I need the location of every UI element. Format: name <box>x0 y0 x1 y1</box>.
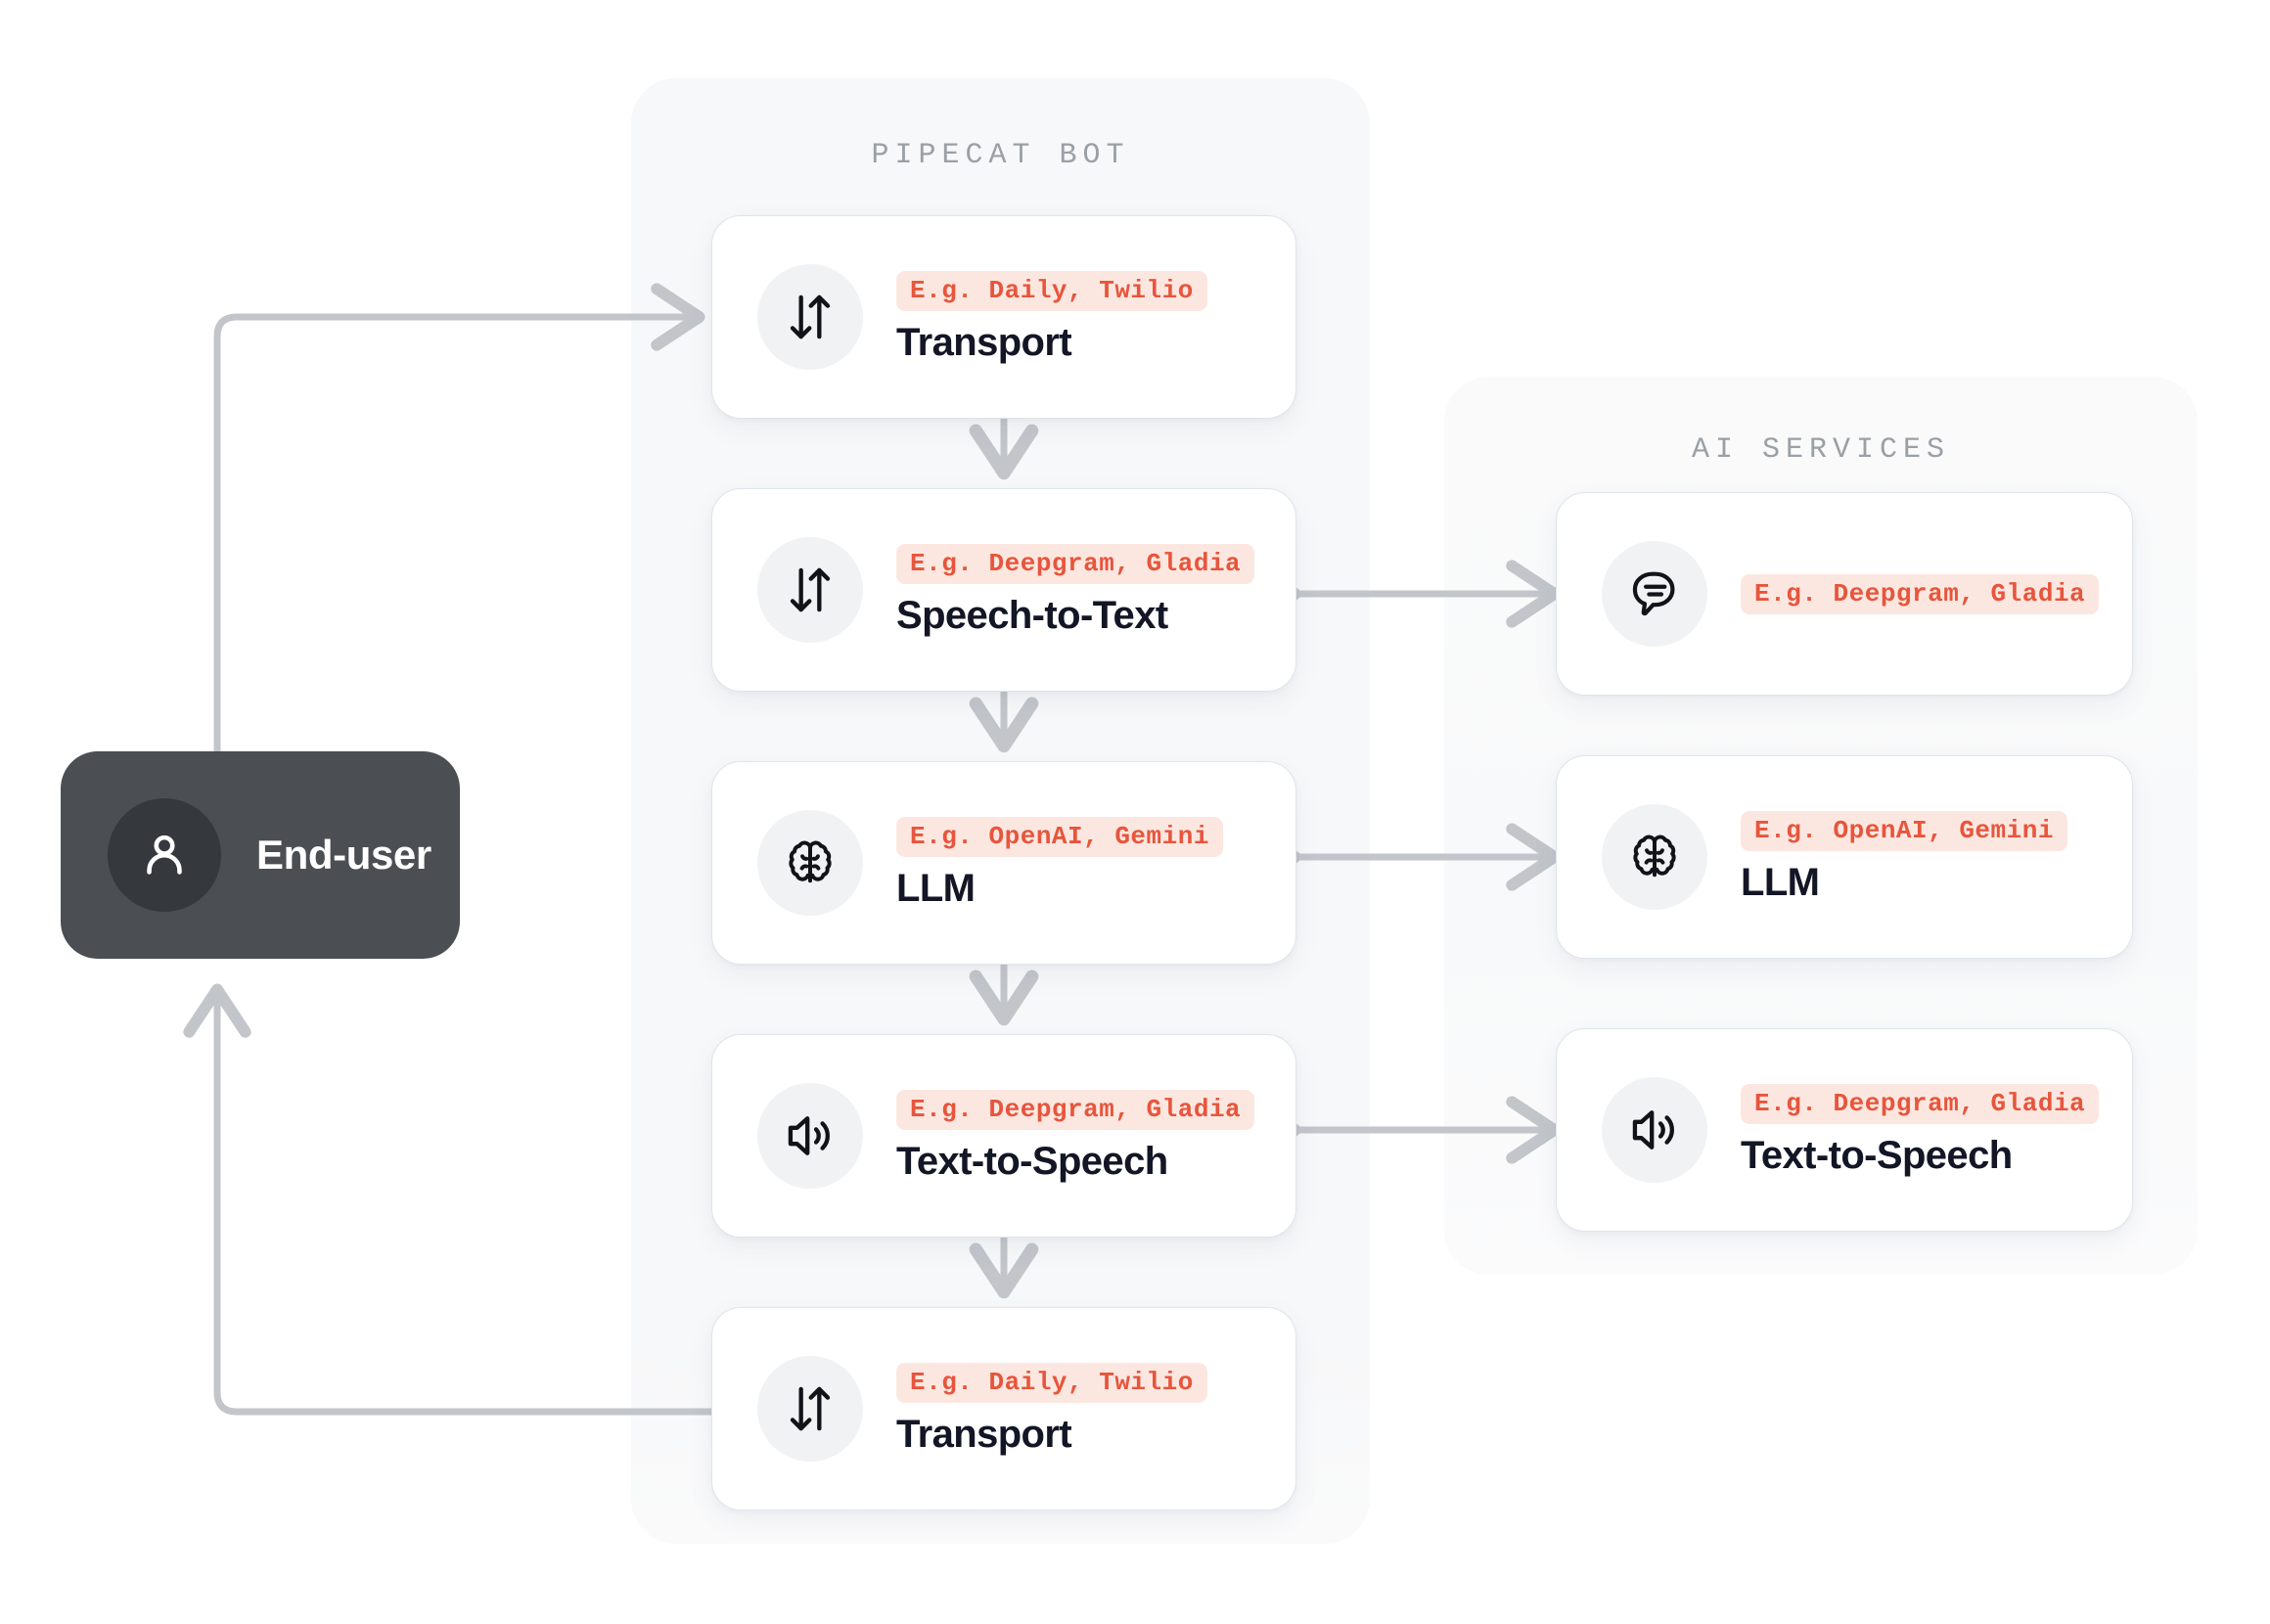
icon-container <box>757 1083 863 1189</box>
icon-container <box>1602 1077 1707 1183</box>
card-llm-service[interactable]: E.g. OpenAI, Gemini LLM <box>1556 755 2133 959</box>
brain-icon <box>789 840 832 883</box>
avatar <box>108 798 221 912</box>
speech-bubble-icon <box>1632 571 1675 616</box>
card-body: E.g. Deepgram, Gladia Text-to-Speech <box>1741 1083 2100 1177</box>
brain-icon <box>1633 835 1676 878</box>
card-body: E.g. Deepgram, Gladia Speech-to-Text <box>896 543 1255 637</box>
card-body: E.g. Deepgram, Gladia <box>1741 573 2100 614</box>
card-body: E.g. OpenAI, Gemini LLM <box>896 816 1223 910</box>
transfer-updown-icon <box>790 567 831 612</box>
card-title: Speech-to-Text <box>896 593 1168 637</box>
card-title: Text-to-Speech <box>896 1139 1168 1183</box>
wire-enduser-to-transport-in <box>213 283 705 755</box>
icon-container <box>1602 804 1707 910</box>
card-title: Transport <box>896 1412 1072 1456</box>
speaker-icon <box>1632 1110 1675 1150</box>
speaker-icon <box>788 1116 831 1155</box>
ai-services-panel-title: AI SERVICES <box>1691 433 1951 467</box>
example-tag: E.g. Deepgram, Gladia <box>1741 573 2100 614</box>
card-speech-to-text[interactable]: E.g. Deepgram, Gladia Speech-to-Text <box>711 488 1296 692</box>
icon-container <box>757 537 863 643</box>
example-tag: E.g. Daily, Twilio <box>896 1362 1207 1403</box>
card-transport-out[interactable]: E.g. Daily, Twilio Transport <box>711 1307 1296 1511</box>
card-stt-service[interactable]: E.g. Deepgram, Gladia <box>1556 492 2133 696</box>
icon-container <box>757 1356 863 1462</box>
card-transport-in[interactable]: E.g. Daily, Twilio Transport <box>711 215 1296 419</box>
card-title: Text-to-Speech <box>1741 1133 2013 1177</box>
person-icon <box>147 835 182 875</box>
transfer-updown-icon <box>790 1386 831 1431</box>
card-title: LLM <box>1741 860 1820 904</box>
card-body: E.g. Daily, Twilio Transport <box>896 1362 1207 1456</box>
example-tag: E.g. Deepgram, Gladia <box>896 1089 1255 1130</box>
pipecat-bot-panel-title: PIPECAT BOT <box>871 139 1130 172</box>
card-tts-service[interactable]: E.g. Deepgram, Gladia Text-to-Speech <box>1556 1028 2133 1232</box>
transfer-updown-icon <box>790 294 831 339</box>
end-user-label: End-user <box>256 832 431 878</box>
card-body: E.g. Daily, Twilio Transport <box>896 270 1207 364</box>
icon-container <box>757 264 863 370</box>
example-tag: E.g. OpenAI, Gemini <box>896 816 1223 857</box>
card-text-to-speech[interactable]: E.g. Deepgram, Gladia Text-to-Speech <box>711 1034 1296 1238</box>
example-tag: E.g. Deepgram, Gladia <box>896 543 1255 584</box>
icon-container <box>1602 541 1707 647</box>
icon-container <box>757 810 863 916</box>
card-body: E.g. OpenAI, Gemini LLM <box>1741 810 2067 904</box>
card-title: Transport <box>896 320 1072 364</box>
end-user-node[interactable]: End-user <box>61 751 460 959</box>
example-tag: E.g. Deepgram, Gladia <box>1741 1083 2100 1124</box>
example-tag: E.g. OpenAI, Gemini <box>1741 810 2067 851</box>
card-llm[interactable]: E.g. OpenAI, Gemini LLM <box>711 761 1296 965</box>
example-tag: E.g. Daily, Twilio <box>896 270 1207 311</box>
card-body: E.g. Deepgram, Gladia Text-to-Speech <box>896 1089 1255 1183</box>
card-title: LLM <box>896 866 976 910</box>
